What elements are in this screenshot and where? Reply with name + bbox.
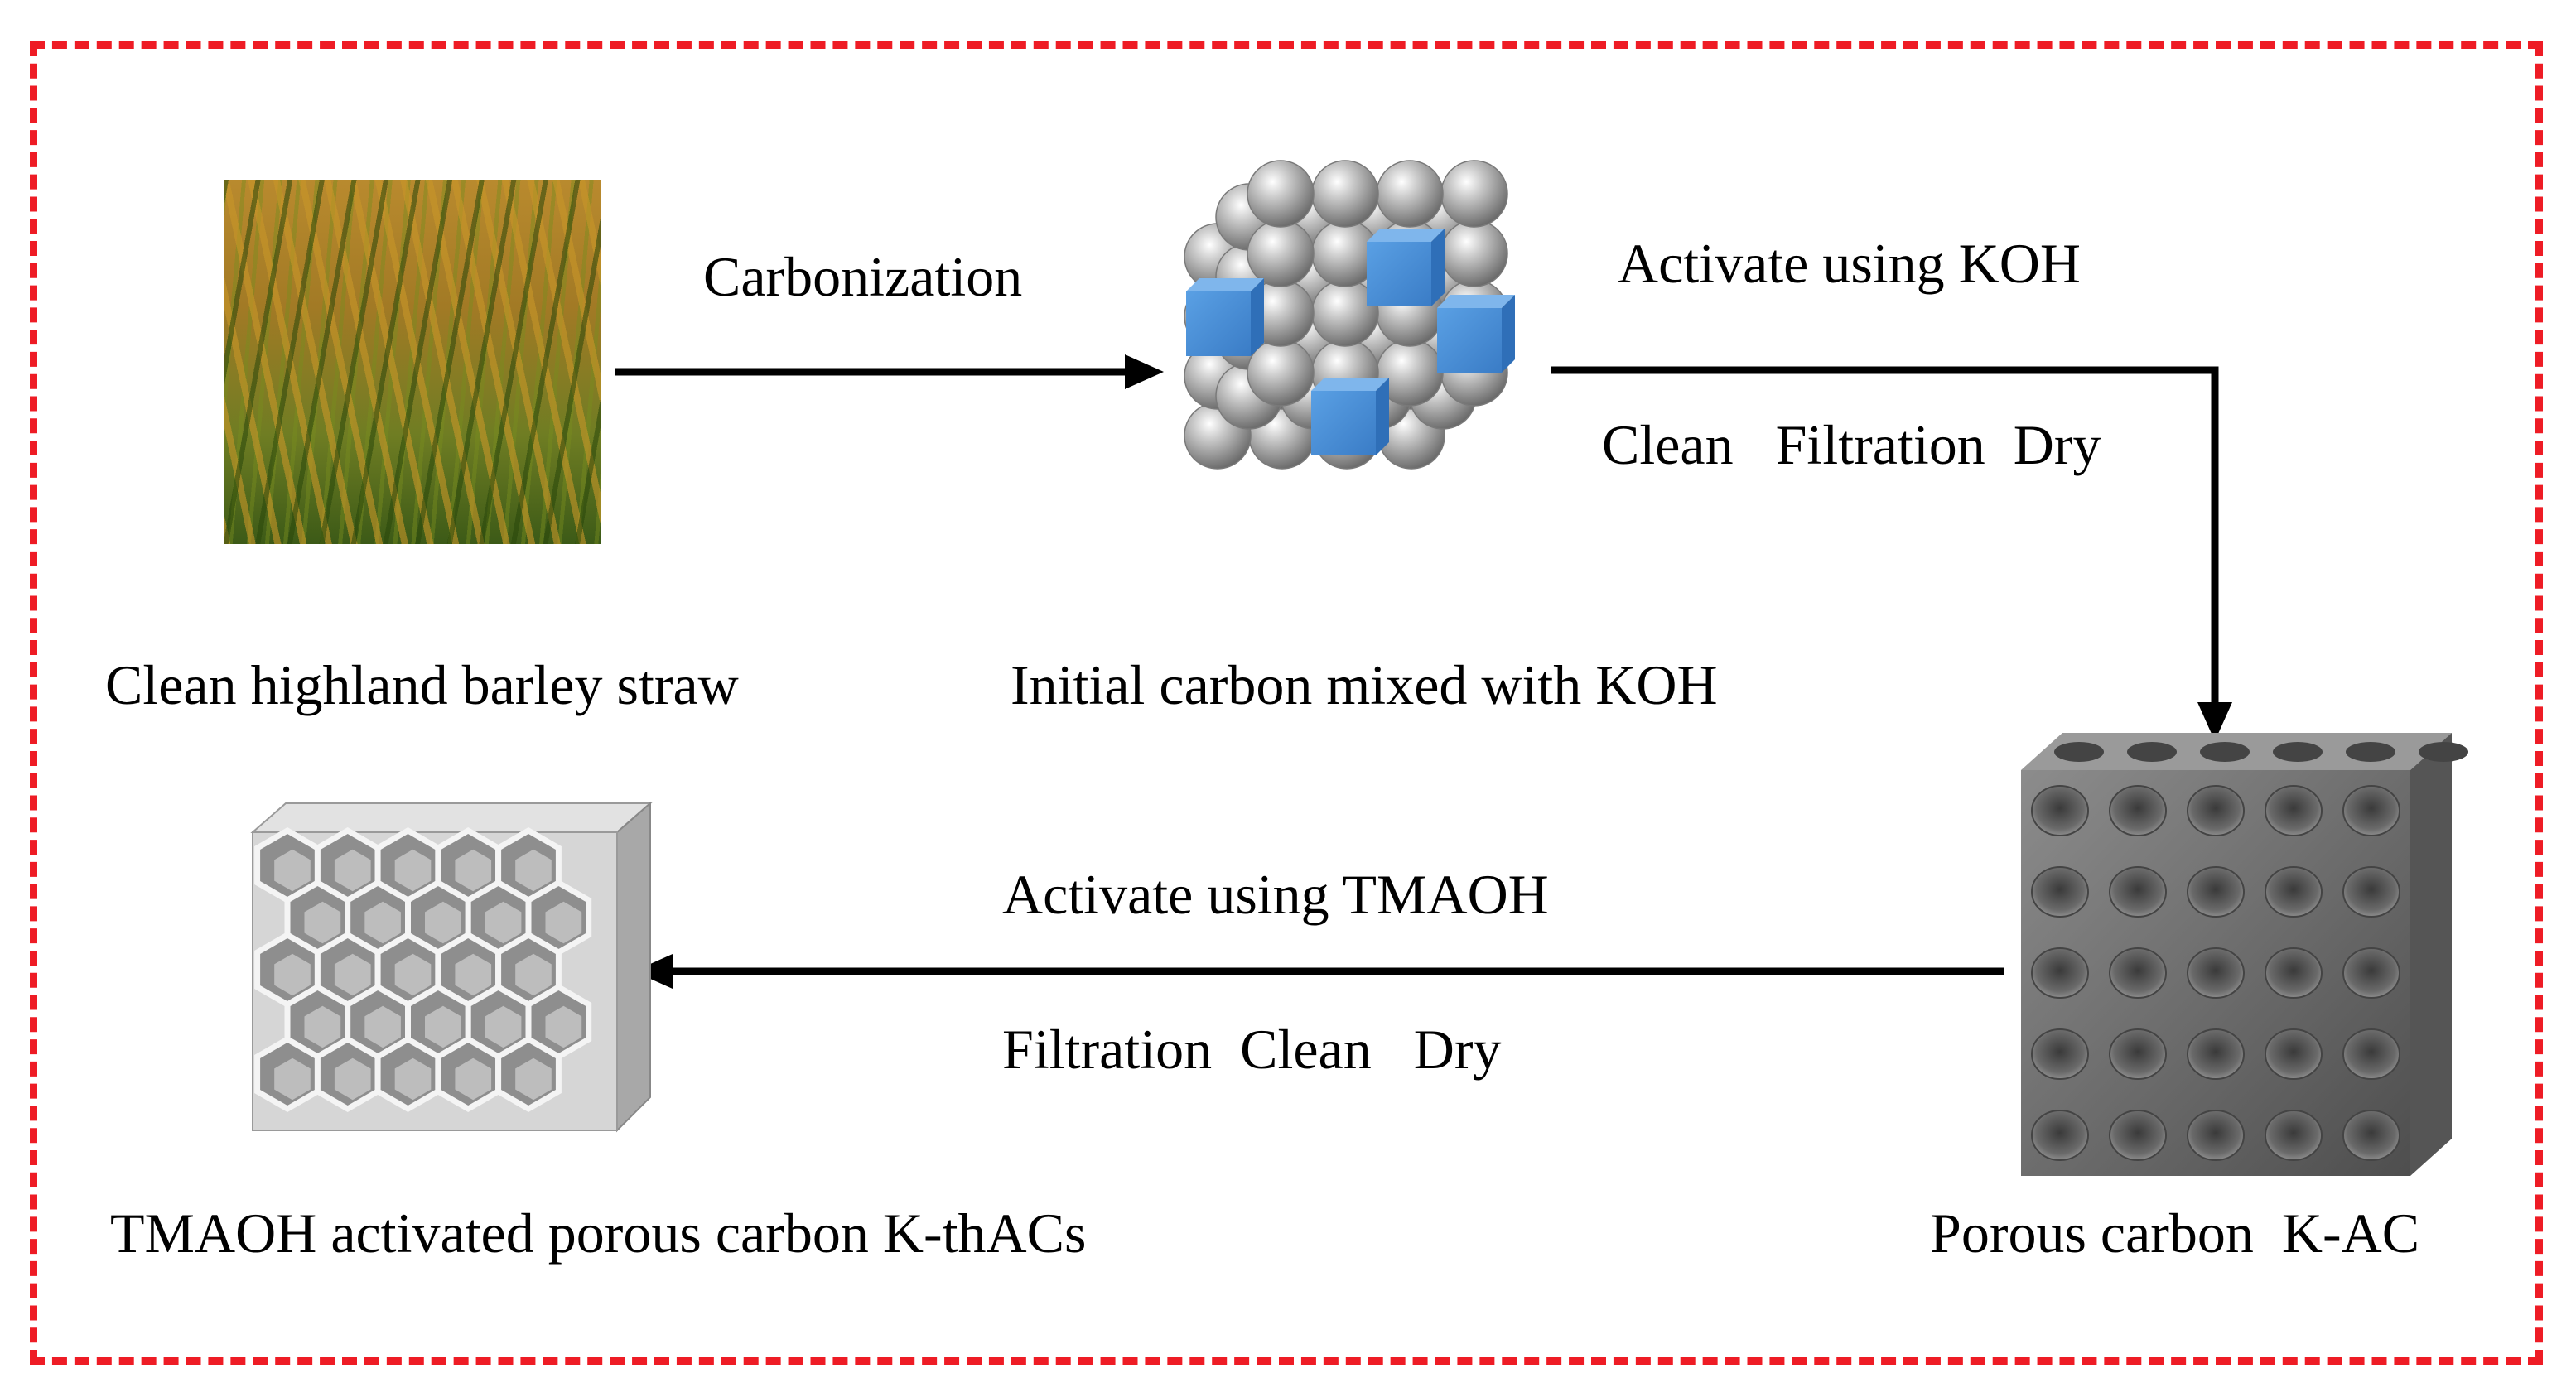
koh-activation-label: Activate using KOH <box>1618 232 2082 295</box>
pore <box>2265 866 2323 918</box>
pore <box>2342 866 2400 918</box>
pore <box>2342 1028 2400 1080</box>
pore <box>2265 1028 2323 1080</box>
pore <box>2109 1110 2167 1161</box>
koh-cube <box>1311 378 1389 455</box>
pore <box>2187 1110 2245 1161</box>
pore <box>2031 866 2089 918</box>
carbon-sphere <box>1440 160 1508 228</box>
pore <box>2265 1110 2323 1161</box>
pore <box>2342 785 2400 836</box>
pore <box>2187 866 2245 918</box>
pore <box>2187 1028 2245 1080</box>
tmaoh-steps-label: Filtration Clean Dry <box>1002 1018 1502 1081</box>
pore <box>2342 947 2400 999</box>
koh-cube <box>1367 229 1445 306</box>
carbon-spheres-with-koh-cubes-icon <box>1184 160 1515 470</box>
pore <box>2187 947 2245 999</box>
initial-carbon-caption: Initial carbon mixed with KOH <box>1011 653 1718 716</box>
pore <box>2031 1110 2089 1161</box>
carbon-sphere <box>1376 160 1444 228</box>
carbon-sphere <box>1247 160 1315 228</box>
pore <box>2109 947 2167 999</box>
pore <box>2109 1028 2167 1080</box>
carbon-sphere <box>1311 160 1379 228</box>
carbonization-label: Carbonization <box>703 245 1023 308</box>
carbonization-arrow <box>615 354 1164 389</box>
koh-cube <box>1186 278 1264 356</box>
porous-carbon-lattice-icon <box>2021 733 2468 1176</box>
porous-carbon-caption: Porous carbon K-AC <box>1930 1202 2420 1265</box>
activated-carbon-caption: TMAOH activated porous carbon K-thACs <box>110 1202 1087 1265</box>
pore <box>2265 785 2323 836</box>
barley-straw-photo-icon <box>224 180 601 544</box>
straw-caption: Clean highland barley straw <box>105 653 739 716</box>
pore <box>2342 1110 2400 1161</box>
koh-activation-arrow <box>1551 366 2232 741</box>
koh-cube <box>1437 295 1515 373</box>
pore <box>2265 947 2323 999</box>
pore <box>2031 1028 2089 1080</box>
pore <box>2031 947 2089 999</box>
carbon-sphere <box>1247 219 1315 287</box>
honeycomb-carbon-icon <box>250 801 653 1133</box>
dashed-frame <box>30 41 2543 1365</box>
carbon-sphere <box>1440 219 1508 287</box>
pore <box>2109 866 2167 918</box>
tmaoh-activation-arrow <box>634 954 2004 989</box>
koh-steps-label: Clean Filtration Dry <box>1602 413 2101 476</box>
tmaoh-activation-label: Activate using TMAOH <box>1002 863 1549 926</box>
pore <box>2031 785 2089 836</box>
pore <box>2187 785 2245 836</box>
pore <box>2109 785 2167 836</box>
